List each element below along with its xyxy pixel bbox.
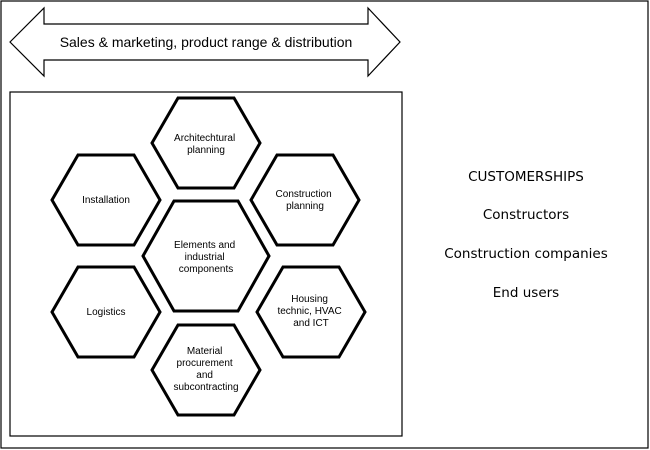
customership-item: Construction companies xyxy=(444,246,608,262)
hex-elements-components-label: Elements and industrial components xyxy=(174,240,238,275)
customership-item: End users xyxy=(493,285,559,301)
customerships-panel: CUSTOMERSHIPS Constructors Construction … xyxy=(444,169,608,301)
hex-construction-planning: Construction planning xyxy=(249,153,361,247)
hex-elements-components: Elements and industrial components xyxy=(141,199,271,313)
double-arrow xyxy=(9,6,401,78)
hex-installation-label: Installation xyxy=(82,195,130,206)
hex-material-procurement: Material procurement and subcontracting xyxy=(150,323,262,417)
customership-item: Constructors xyxy=(483,207,569,223)
customerships-title: CUSTOMERSHIPS xyxy=(468,169,584,185)
hex-construction-planning-label: Construction planning xyxy=(276,189,335,212)
hex-housing-technic-label: Housing technic, HVAC and ICT xyxy=(277,294,344,329)
hex-logistics-label: Logistics xyxy=(87,307,126,318)
arrow-label: Sales & marketing, product range & distr… xyxy=(60,34,353,50)
hex-material-procurement-label: Material procurement and subcontracting xyxy=(173,346,238,393)
hex-architectural-planning: Architechtural planning xyxy=(150,96,262,190)
hex-logistics: Logistics xyxy=(50,265,162,359)
hex-architectural-planning-label: Architechtural planning xyxy=(174,133,238,156)
hex-installation: Installation xyxy=(50,153,162,247)
hex-housing-technic: Housing technic, HVAC and ICT xyxy=(255,265,367,359)
